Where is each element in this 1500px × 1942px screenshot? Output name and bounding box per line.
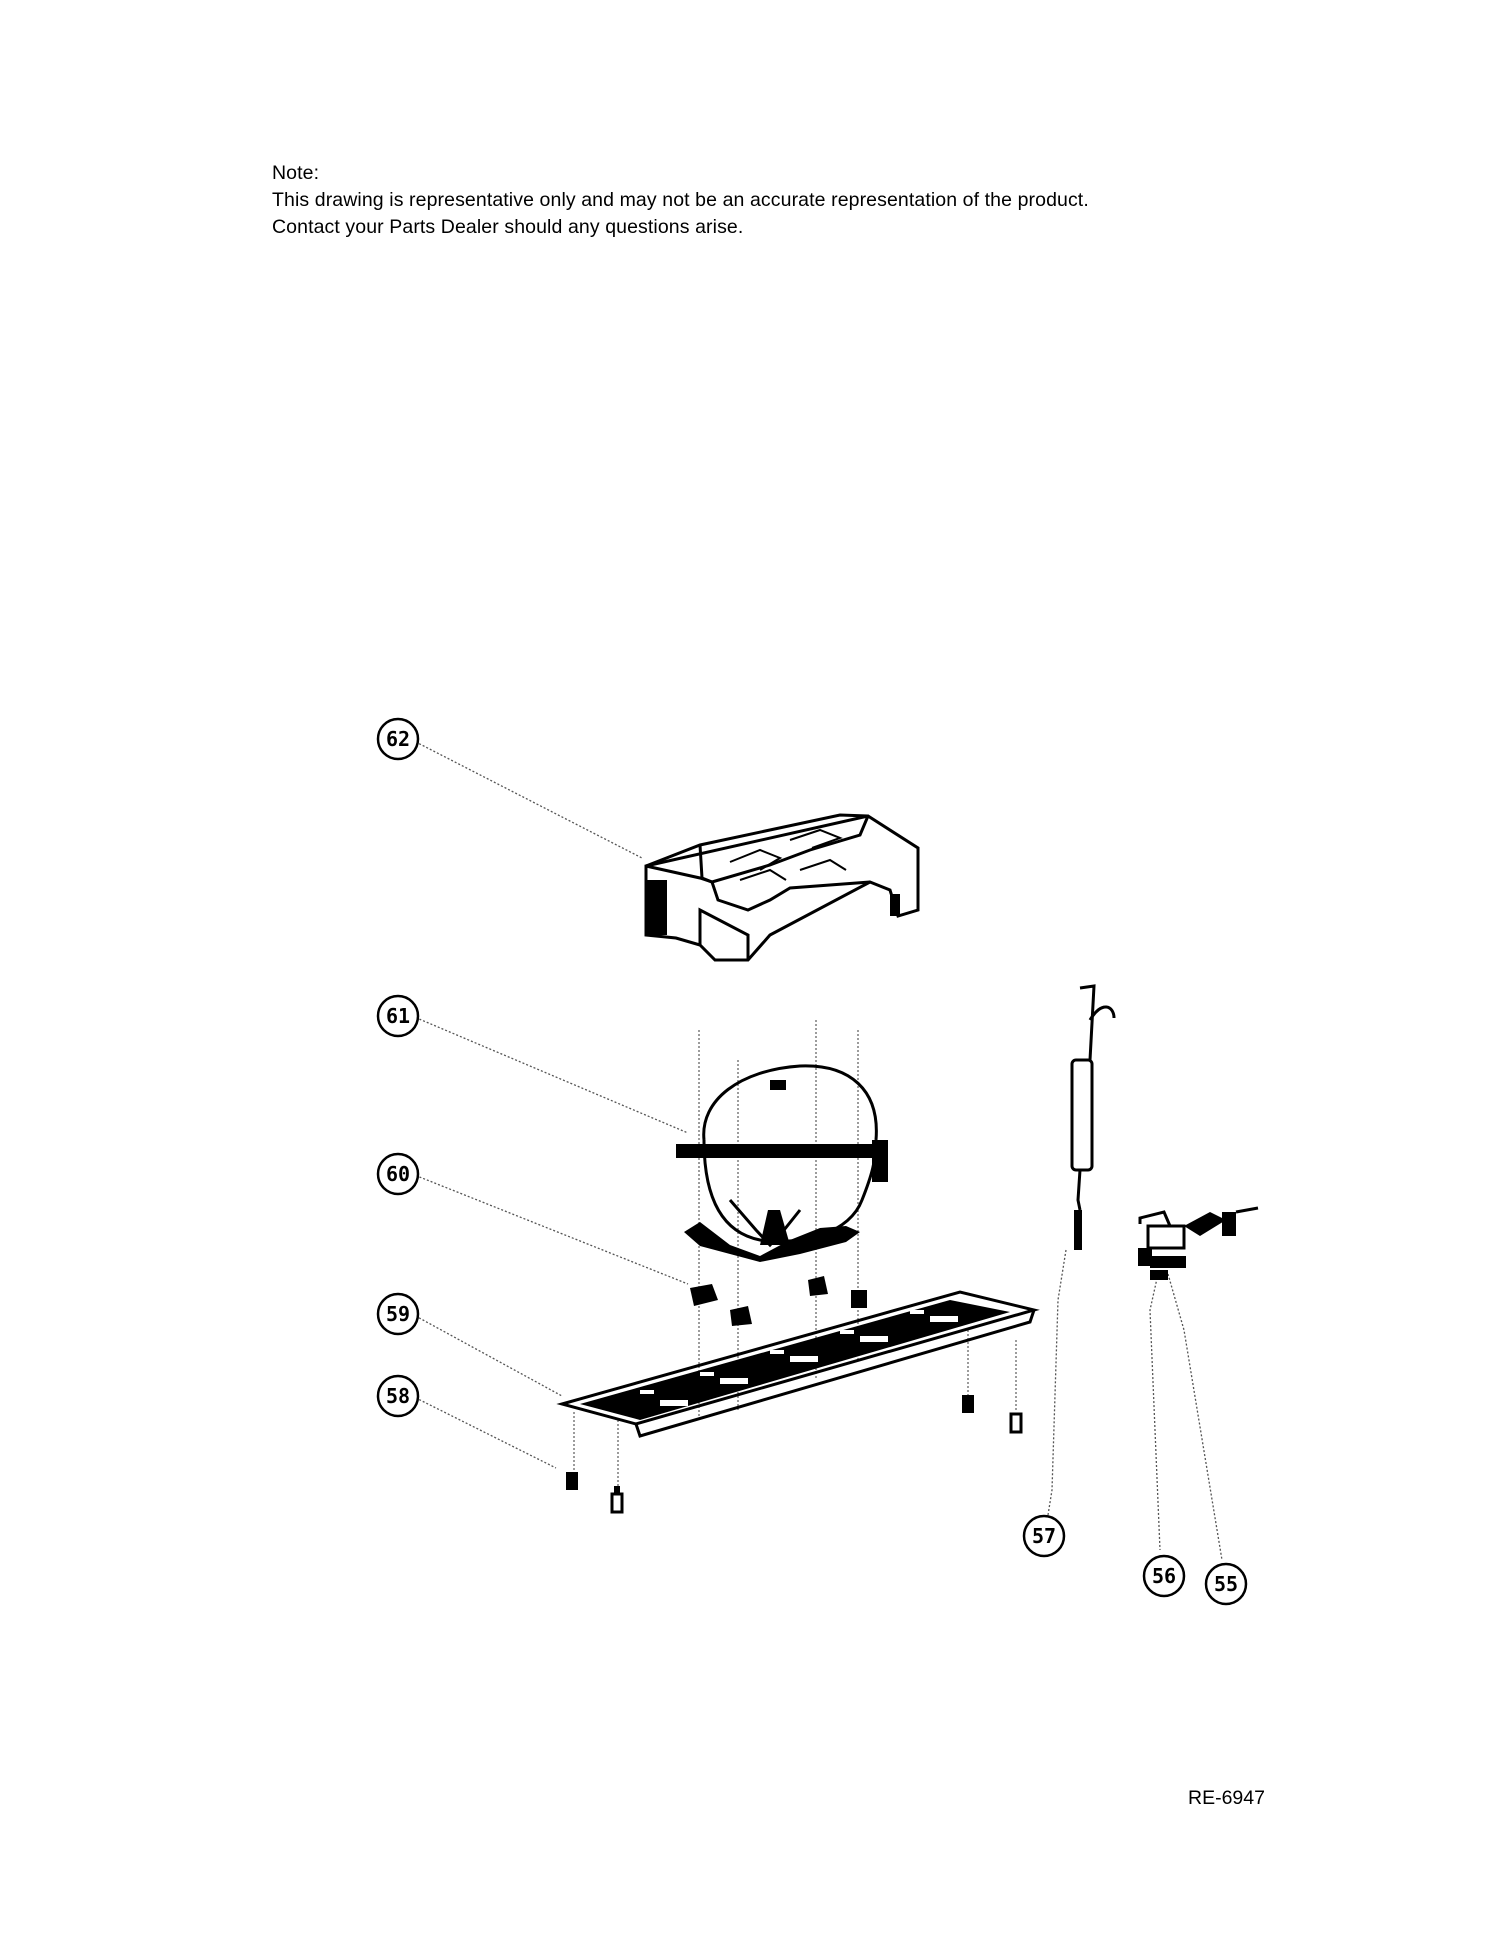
representative-note: Note: This drawing is representative onl… bbox=[272, 160, 1089, 241]
leader-59 bbox=[411, 1313, 563, 1397]
leader-57 bbox=[1047, 1249, 1067, 1516]
leader-61 bbox=[411, 1015, 689, 1134]
callout-56-label: 56 bbox=[1152, 1564, 1176, 1588]
callout-62-label: 62 bbox=[386, 727, 410, 751]
alignment-lines bbox=[573, 1020, 1017, 1490]
callout-58: 58 bbox=[376, 1374, 420, 1418]
callout-59: 59 bbox=[376, 1292, 420, 1336]
leader-60 bbox=[411, 1173, 689, 1285]
compressor-part bbox=[676, 1064, 888, 1262]
mounting-plate-part bbox=[556, 1290, 1040, 1438]
note-heading: Note: bbox=[272, 162, 320, 184]
callout-61-label: 61 bbox=[386, 1004, 410, 1028]
callout-55-label: 55 bbox=[1214, 1572, 1238, 1596]
note-line-1: This drawing is representative only and … bbox=[272, 189, 1089, 211]
callout-60: 60 bbox=[376, 1152, 420, 1196]
callout-57-label: 57 bbox=[1032, 1524, 1056, 1548]
callout-55: 55 bbox=[1204, 1562, 1248, 1606]
leader-56 bbox=[1149, 1273, 1161, 1551]
callout-62: 62 bbox=[376, 717, 420, 761]
leader-lines bbox=[411, 739, 1223, 1561]
callout-60-label: 60 bbox=[386, 1162, 410, 1186]
leader-62 bbox=[411, 739, 643, 859]
cord-part bbox=[1070, 984, 1116, 1250]
callout-59-label: 59 bbox=[386, 1302, 410, 1326]
leader-55 bbox=[1167, 1273, 1223, 1561]
document-code: RE-6947 bbox=[1188, 1787, 1265, 1809]
bolts-part bbox=[566, 1395, 1023, 1514]
callout-61: 61 bbox=[376, 994, 420, 1038]
leader-58 bbox=[411, 1395, 557, 1469]
callout-57: 57 bbox=[1022, 1514, 1066, 1558]
grommets-part bbox=[690, 1276, 867, 1326]
base-tray-part bbox=[644, 813, 920, 962]
callout-58-label: 58 bbox=[386, 1384, 410, 1408]
callout-56: 56 bbox=[1142, 1554, 1186, 1598]
note-line-2: Contact your Parts Dealer should any que… bbox=[272, 216, 744, 238]
relay-part bbox=[1138, 1206, 1259, 1280]
